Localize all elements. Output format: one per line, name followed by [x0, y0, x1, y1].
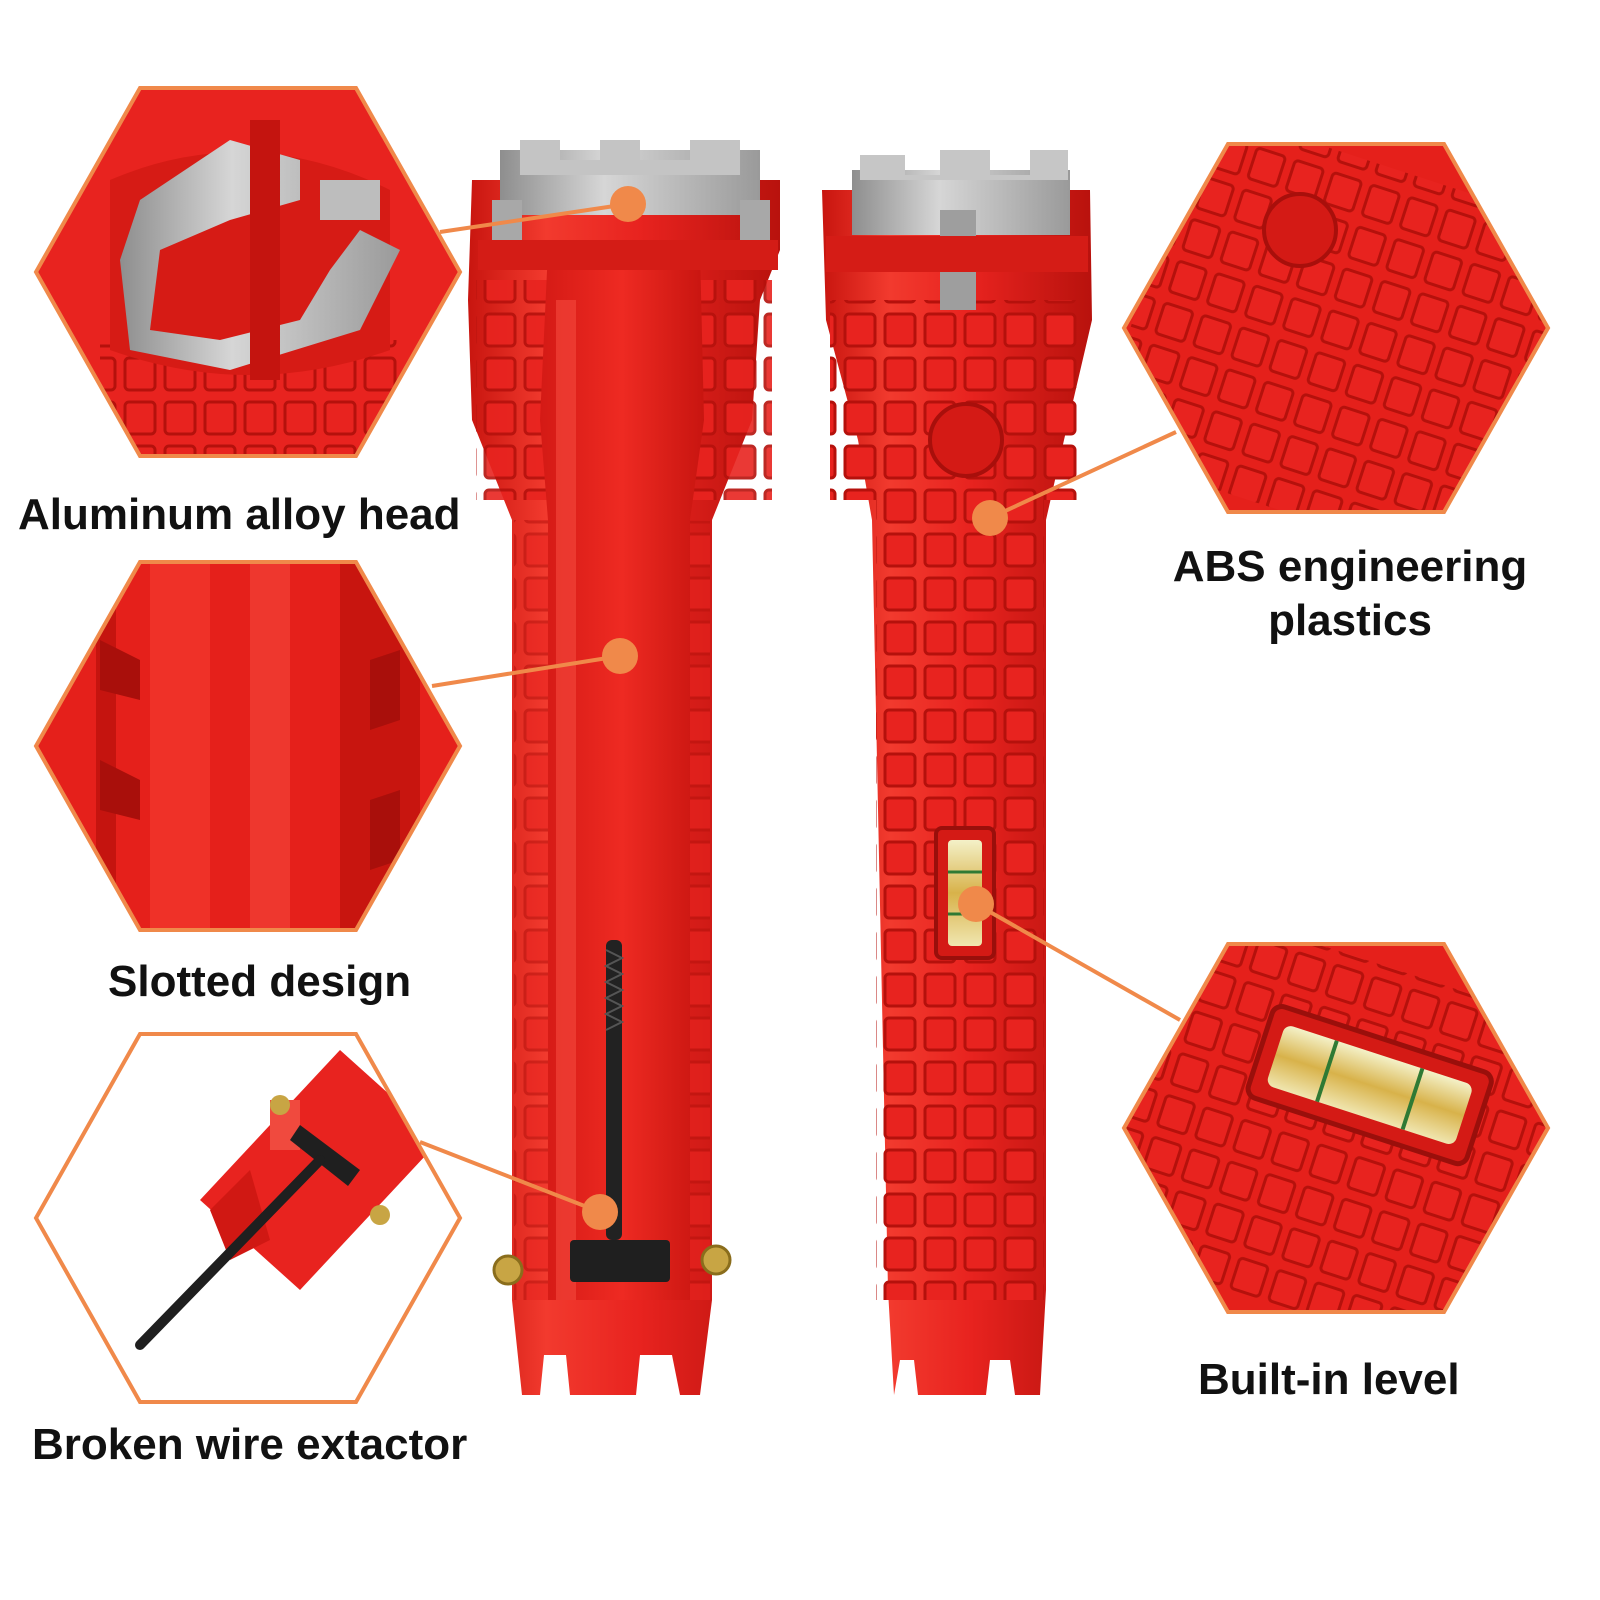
- hex-detail-slotted-design: [33, 560, 463, 932]
- label-slotted-design: Slotted design: [108, 957, 412, 1006]
- label-aluminum-alloy-head: Aluminum alloy head: [18, 490, 461, 539]
- hex-detail-abs-plastic: [1121, 142, 1551, 514]
- label-broken-wire-extractor: Broken wire extactor: [32, 1420, 468, 1469]
- wrench-back-view: [822, 150, 1092, 1395]
- hex-detail-built-in-level: [1121, 942, 1551, 1314]
- label-abs-line1: ABS engineering: [1172, 542, 1528, 591]
- label-abs-line2: plastics: [1268, 595, 1432, 645]
- hex-detail-wire-extractor: [33, 1032, 463, 1404]
- label-abs-engineering-plastics: ABS engineering plastics: [1160, 540, 1540, 647]
- hex-detail-aluminum-head: [33, 86, 463, 458]
- label-built-in-level: Built-in level: [1198, 1355, 1460, 1404]
- wrench-front-view: [468, 140, 780, 1395]
- callout-connectors: [419, 186, 1181, 1230]
